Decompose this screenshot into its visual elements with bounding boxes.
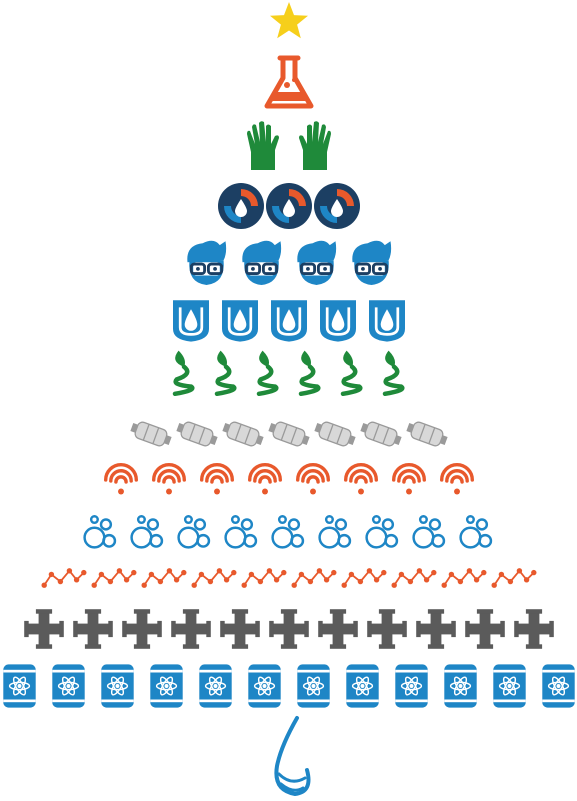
sprout-icon (256, 350, 279, 397)
filter-cartridge-icon (360, 421, 402, 447)
scientist-face-icon (297, 240, 337, 285)
wifi-signal-icon (295, 463, 331, 495)
star-icon (270, 2, 308, 39)
pipe-cross-icon (465, 609, 505, 649)
shield-drop-icon (369, 300, 405, 342)
atom-barrel-icon (297, 664, 330, 708)
filter-cartridge-icon (406, 421, 448, 447)
sprout-icon (382, 350, 405, 397)
wifi-signal-icon (247, 463, 283, 495)
atom-barrel-icon (101, 664, 134, 708)
bubbles-icon (271, 515, 305, 549)
molecule-chain-icon (441, 568, 487, 588)
atom-barrel-icon (52, 664, 85, 708)
shield-drop-icon (222, 300, 258, 342)
pipe-cross-icon (73, 609, 113, 649)
bubbles-icon (365, 515, 399, 549)
shield-drop-icon (271, 300, 307, 342)
filter-cartridge-icon (314, 421, 356, 447)
shield-drop-icon (320, 300, 356, 342)
molecule-chain-icon (241, 568, 287, 588)
scientist-face-icon (352, 240, 392, 285)
shield-drop-icon (173, 300, 209, 342)
molecule-chain-icon (91, 568, 137, 588)
wifi-signal-icon (103, 463, 139, 495)
pipe-cross-icon (122, 609, 162, 649)
bubbles-icon (83, 515, 117, 549)
glove-icon (247, 121, 279, 170)
filter-cartridge-icon (222, 421, 264, 447)
bubbles-icon (177, 515, 211, 549)
molecule-chain-icon (391, 568, 437, 588)
molecule-chain-icon (191, 568, 237, 588)
molecule-chain-icon (341, 568, 387, 588)
glove-icon (299, 121, 331, 170)
molecule-chain-icon (291, 568, 337, 588)
bubbles-icon (459, 515, 493, 549)
filter-cartridge-icon (268, 421, 310, 447)
molecule-chain-icon (41, 568, 87, 588)
atom-barrel-icon (444, 664, 477, 708)
molecule-chain-icon (491, 568, 537, 588)
pipe-cross-icon (318, 609, 358, 649)
recycle-drop-icon (218, 183, 264, 229)
atom-barrel-icon (346, 664, 379, 708)
pipe-cross-icon (367, 609, 407, 649)
atom-barrel-icon (3, 664, 36, 708)
filter-cartridge-icon (130, 421, 172, 447)
wifi-signal-icon (199, 463, 235, 495)
filter-cartridge-icon (176, 421, 218, 447)
pipe-cross-icon (24, 609, 64, 649)
wifi-signal-icon (151, 463, 187, 495)
pipe-cross-icon (514, 609, 554, 649)
wifi-signal-icon (343, 463, 379, 495)
sprout-icon (214, 350, 237, 397)
bubbles-icon (318, 515, 352, 549)
sprout-icon (298, 350, 321, 397)
flask-icon (264, 55, 314, 109)
molecule-chain-icon (141, 568, 187, 588)
pipe-cross-icon (269, 609, 309, 649)
wifi-signal-icon (439, 463, 475, 495)
scientist-face-icon (242, 240, 282, 285)
pipe-cross-icon (416, 609, 456, 649)
bubbles-icon (412, 515, 446, 549)
atom-barrel-icon (542, 664, 575, 708)
scientist-face-icon (187, 240, 227, 285)
atom-barrel-icon (493, 664, 526, 708)
bubbles-icon (224, 515, 258, 549)
wifi-signal-icon (391, 463, 427, 495)
recycle-drop-icon (314, 183, 360, 229)
pipe-cross-icon (171, 609, 211, 649)
atom-barrel-icon (199, 664, 232, 708)
atom-barrel-icon (395, 664, 428, 708)
sprout-icon (172, 350, 195, 397)
sprout-icon (340, 350, 363, 397)
water-drop-logo-icon (274, 716, 311, 797)
recycle-drop-icon (266, 183, 312, 229)
atom-barrel-icon (150, 664, 183, 708)
pipe-cross-icon (220, 609, 260, 649)
atom-barrel-icon (248, 664, 281, 708)
bubbles-icon (130, 515, 164, 549)
